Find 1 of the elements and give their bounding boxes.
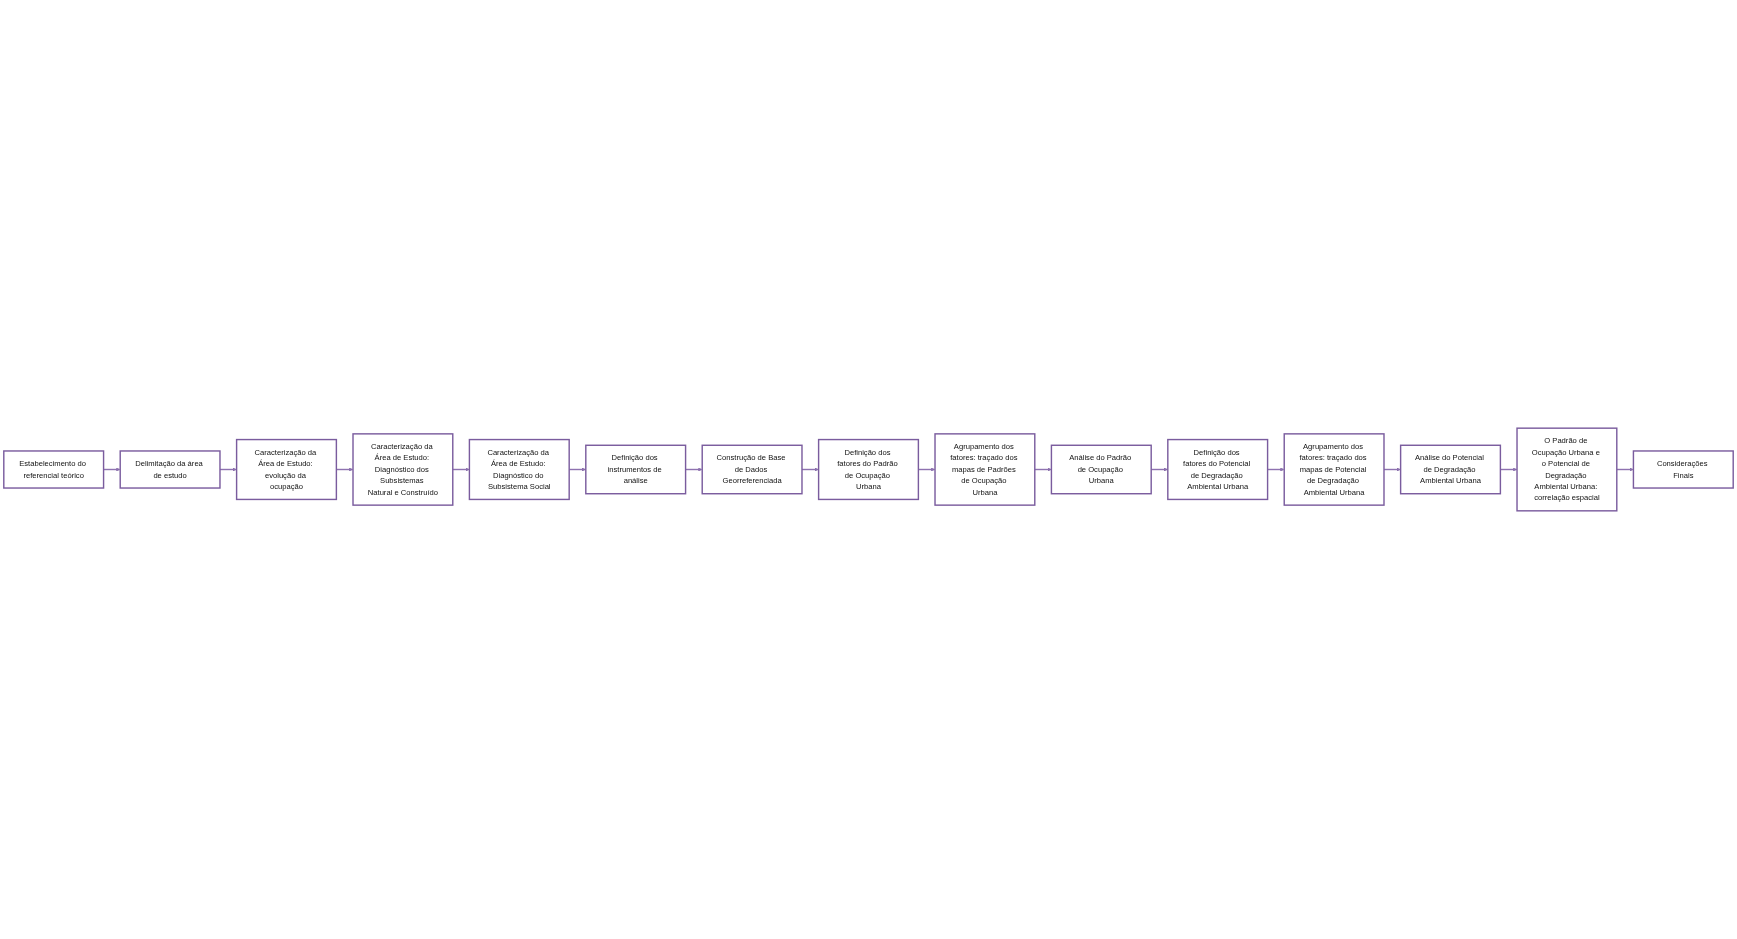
arrow (219, 467, 237, 472)
